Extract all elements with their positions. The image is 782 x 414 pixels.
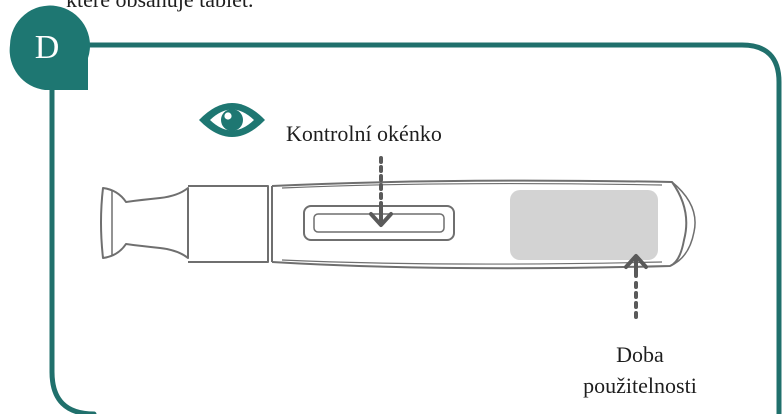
- autoinjector-pen: [100, 179, 696, 270]
- expiry-label-line2: použitelnosti: [583, 373, 697, 398]
- pen-body: [271, 179, 688, 270]
- eye-icon: [199, 103, 265, 137]
- step-frame: [49, 42, 782, 414]
- expiry-label-line1: Doba: [616, 342, 664, 367]
- step-letter: D: [35, 29, 60, 66]
- up-arrow-icon: [624, 254, 648, 324]
- expiry-label-area: [510, 190, 658, 260]
- pen-cap: [100, 187, 189, 259]
- inspection-window-label: Kontrolní okénko: [286, 121, 442, 146]
- down-arrow-icon: [369, 156, 393, 227]
- step-badge: D: [9, 5, 90, 90]
- instruction-text-fragment: které obsahuje tablet.: [66, 0, 254, 13]
